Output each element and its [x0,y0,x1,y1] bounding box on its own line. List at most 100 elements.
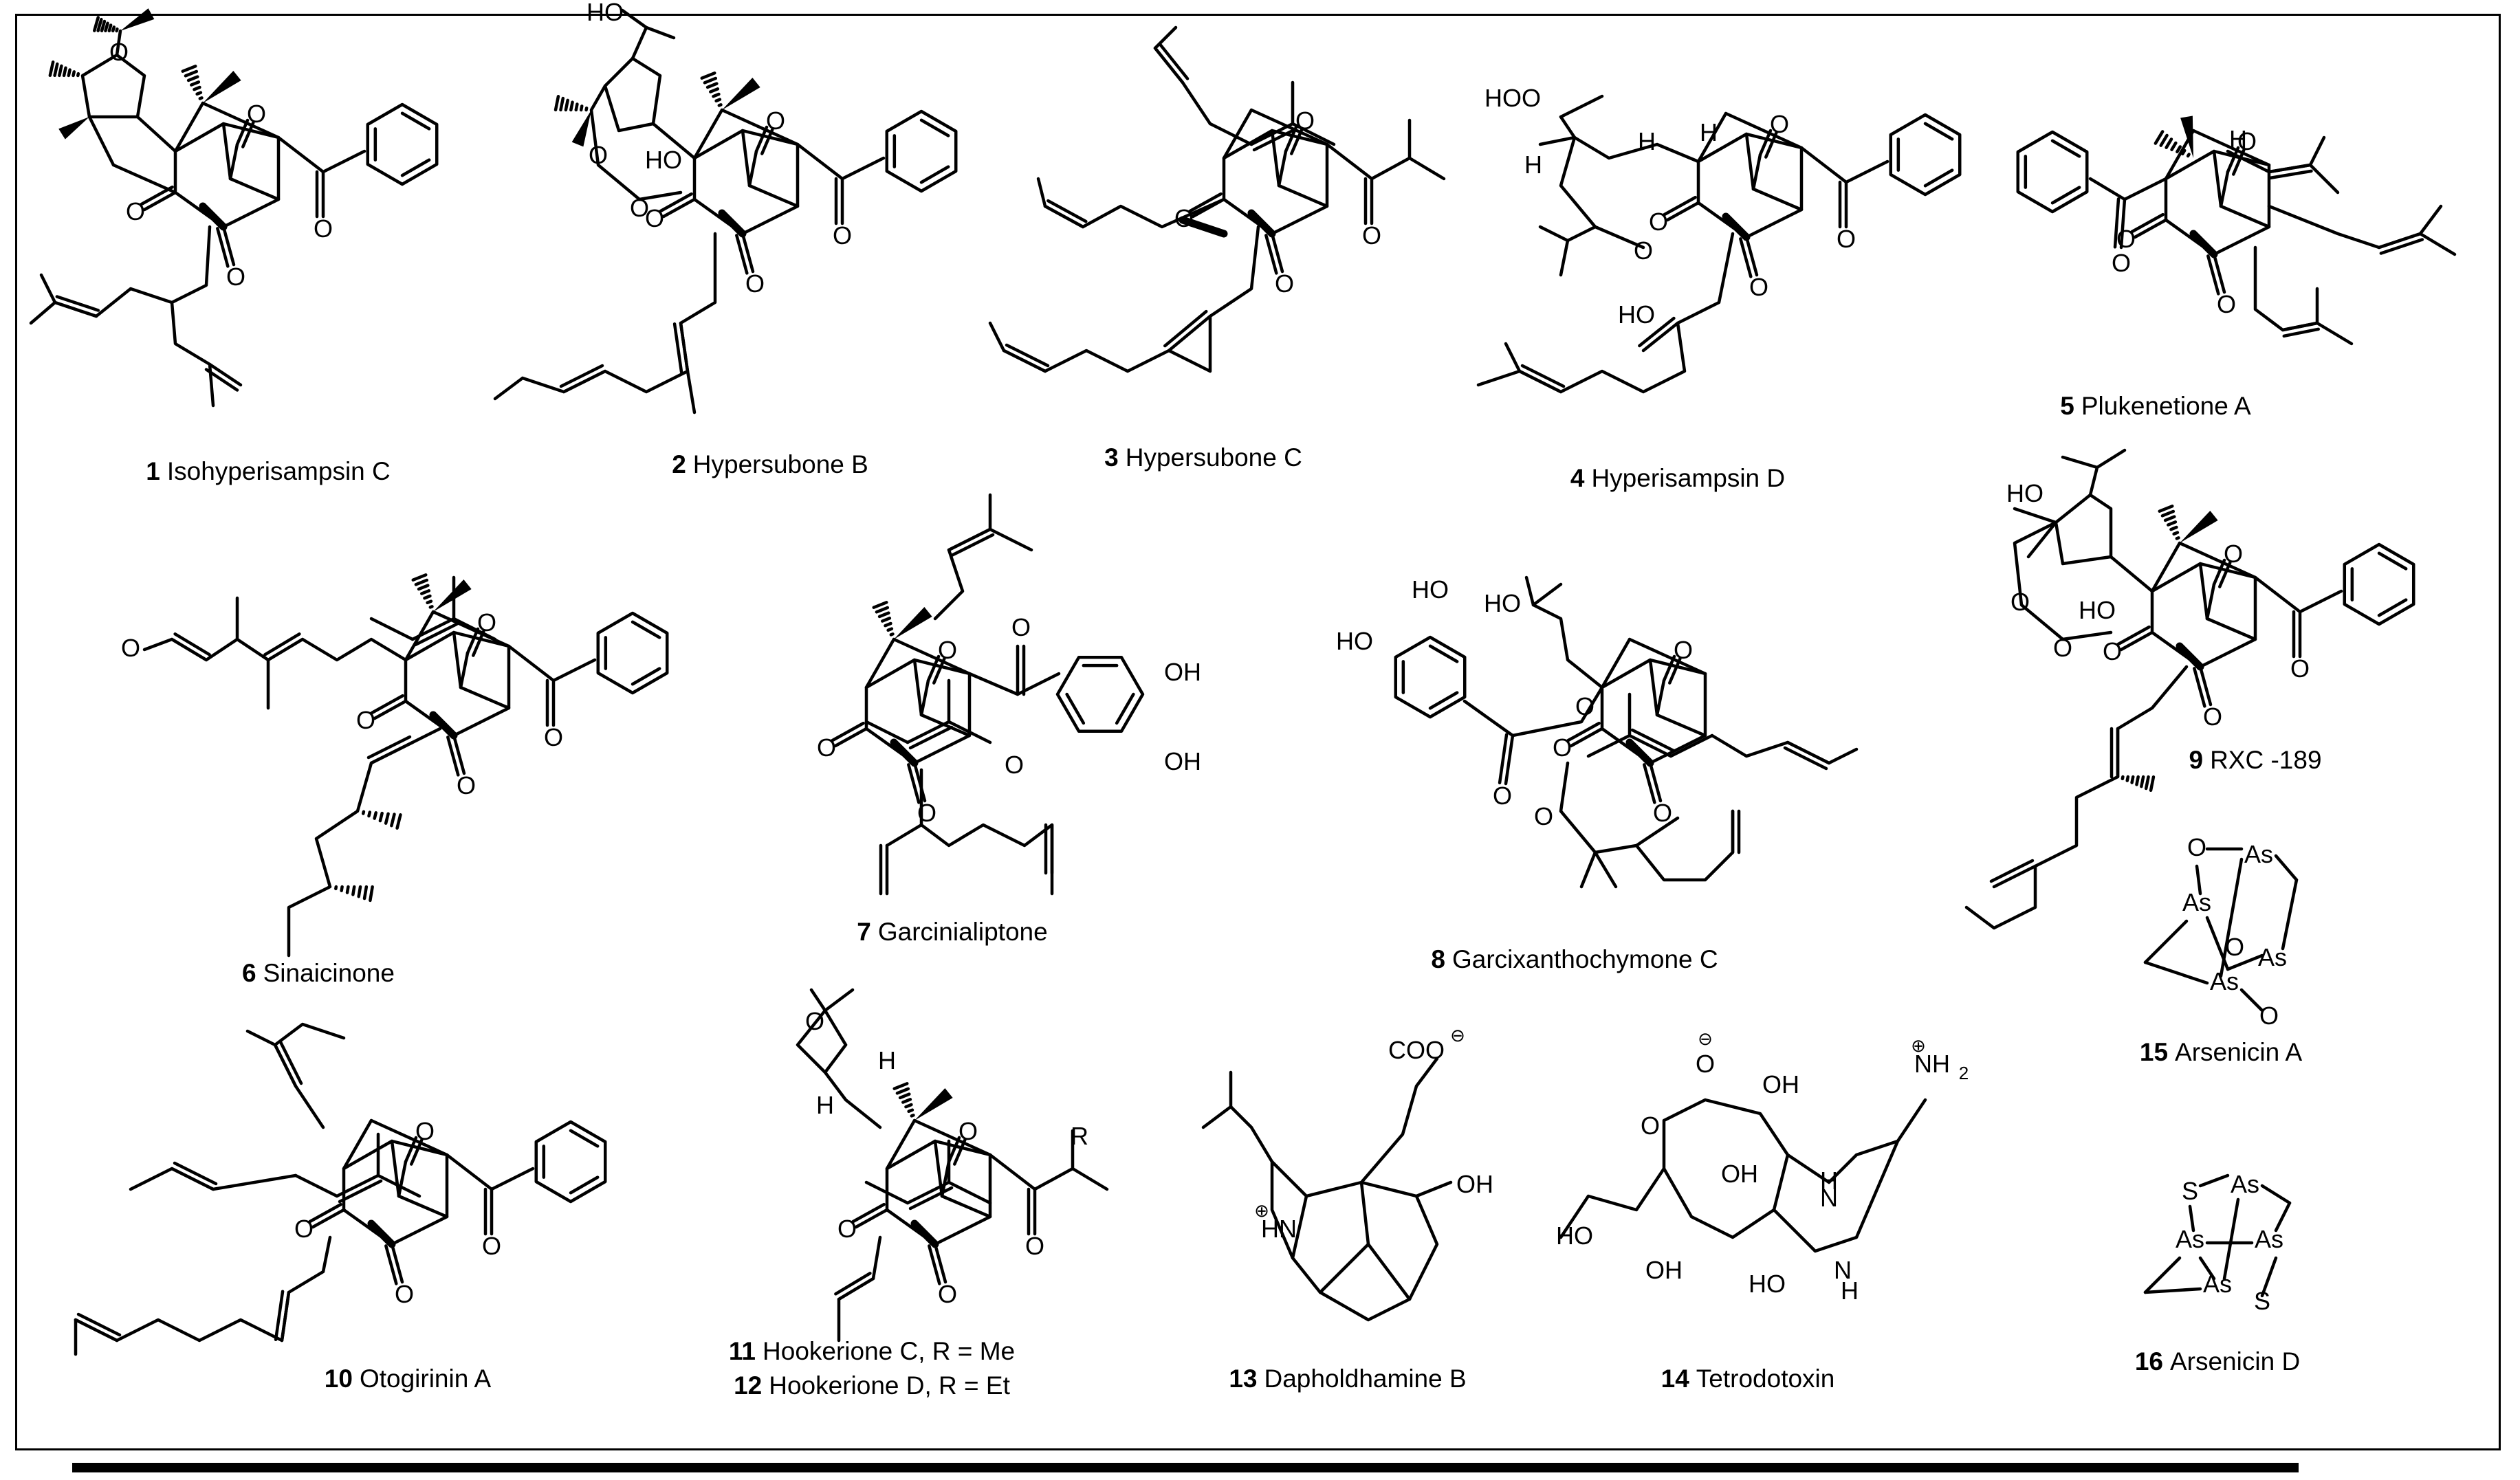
atom-label: O [745,269,765,298]
bond [906,1180,951,1205]
bond [459,685,511,710]
atom-label: O [1674,636,1693,664]
bond [1370,156,1412,181]
atom-label: O [2203,703,2222,731]
atom-label: O [645,204,664,232]
bond [1559,115,1577,140]
bond [1758,129,1773,157]
bond [397,1194,449,1219]
bond [221,122,232,181]
bond [1222,108,1253,160]
bond [2226,953,2264,971]
bond [308,1202,342,1224]
bond-chain [796,1008,848,1074]
bond [1799,146,1848,184]
bond [823,988,855,1013]
bond [2222,1197,2240,1281]
atom-label: O [226,263,245,291]
atom-label: O [1011,613,1031,641]
bond [465,627,480,655]
bond [201,101,281,140]
bold-bond [2176,642,2204,671]
bond [235,118,250,146]
bond [892,637,972,676]
bond [2165,137,2173,149]
atom-label: O [630,194,649,222]
bond [1407,156,1446,181]
bond [712,92,721,98]
bond [953,1138,967,1166]
atom-label: As [2203,1270,2232,1298]
bond [2013,507,2058,524]
atom-label: O [314,214,333,243]
bond [428,605,434,609]
bond [559,96,565,112]
bond [554,94,560,112]
atom-label: O [1275,269,1294,298]
bold-bond [429,711,458,740]
atom-label: O [1770,110,1789,138]
atom-label: O [2237,127,2257,155]
bond [2186,153,2191,158]
bond [2119,630,2154,652]
bond [423,594,432,600]
atom-label: COO [1388,1036,1445,1064]
bond [1638,316,1676,348]
bond [1428,691,1459,710]
bond [1462,699,1515,738]
bond [1739,237,1753,278]
atom-label: O [2112,249,2131,277]
bond [1744,132,1755,191]
bond [170,1167,215,1191]
bond [679,321,690,373]
atom-label: OH [1721,1160,1758,1188]
bond-chain [129,1167,298,1191]
bond [241,121,255,148]
atom-label: R [1071,1122,1088,1150]
bond [898,1092,911,1100]
bond [273,1043,298,1088]
bond [400,158,431,177]
bond [1579,850,1597,889]
bond-chain [1511,685,1604,738]
bond [228,177,281,201]
charge-minus: ⊖ [1698,1028,1713,1049]
bond [426,599,433,605]
bond [919,118,950,137]
bond [2144,775,2150,791]
bond [1115,692,1135,725]
bond [2143,1287,2202,1294]
bond [2163,515,2176,522]
bond [452,733,466,775]
charge-minus: ⊖ [1450,1025,1465,1046]
bond-chain [1538,225,1597,243]
bond [2150,541,2182,593]
bond [1559,94,1604,119]
bond [111,25,116,33]
bond [840,156,886,181]
atom-label: H [878,1046,896,1074]
figure-baseline-rule [72,1463,2299,1472]
bold-bond [199,202,228,231]
bond [1504,342,1522,373]
bond [74,1318,119,1343]
bond [988,321,1006,353]
atom-label: O [817,733,836,762]
bond [2219,170,2230,208]
bond [926,654,941,683]
bond [551,658,597,683]
bond [919,165,950,184]
bond [1002,349,1047,373]
bond [390,1139,401,1198]
bond [735,234,749,275]
bond [1628,637,1707,676]
bond [892,1082,909,1090]
atom-label: HN [1261,1215,1297,1243]
